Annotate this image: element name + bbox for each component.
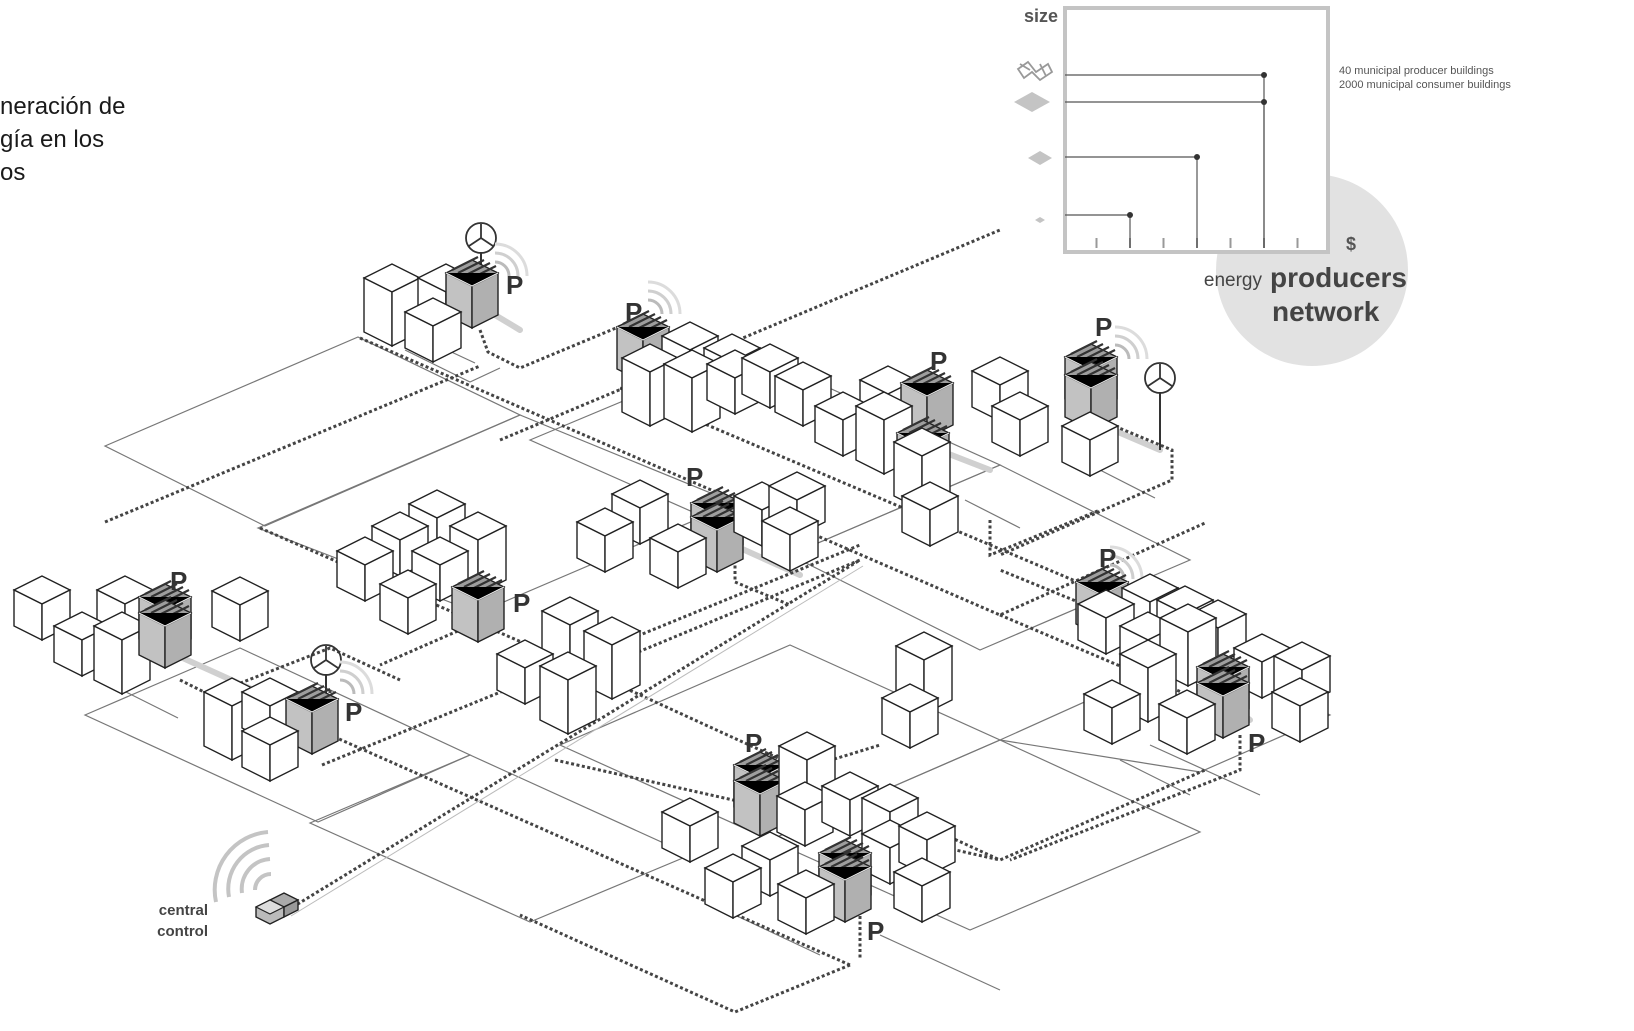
producer-label: P xyxy=(345,697,362,727)
central-control-label-1: central xyxy=(159,902,208,919)
chart-marks xyxy=(1065,72,1267,248)
central-control-signal-icon xyxy=(212,830,272,903)
producer-labels: P P P P P P P P P P P P xyxy=(170,270,1265,946)
producer-label: P xyxy=(625,297,642,327)
central-control-box-icon xyxy=(254,892,300,925)
badge-label-producers: producers xyxy=(1270,262,1407,293)
producer-label: P xyxy=(513,588,530,618)
producer-label: P xyxy=(506,270,523,300)
network-icon xyxy=(1016,60,1054,82)
producer-label: P xyxy=(930,346,947,376)
cluster-far-right-top xyxy=(1061,325,1176,477)
cluster-top-left xyxy=(363,222,529,363)
chart-annotation-2: 2000 municipal consumer buildings xyxy=(1339,79,1511,91)
size-cost-chart: size $ 40 municipal producer buildings 2… xyxy=(1014,6,1511,254)
producer-label: P xyxy=(686,462,703,492)
producer-label: P xyxy=(1248,728,1265,758)
cluster-bottom xyxy=(661,731,956,935)
signal-icon xyxy=(646,280,682,316)
central-control-label-2: control xyxy=(157,923,208,940)
producer-label: P xyxy=(745,728,762,758)
chart-x-axis-label: $ xyxy=(1346,234,1356,254)
chart-point xyxy=(1261,99,1267,105)
chart-y-axis-label: size xyxy=(1024,6,1058,26)
badge-label-energy: energy xyxy=(1204,270,1263,291)
medium-diamond-icon xyxy=(1028,151,1052,165)
chart-point xyxy=(1194,154,1200,160)
signal-icon xyxy=(1113,325,1149,361)
cluster-top-middle xyxy=(615,280,832,433)
cluster-top-right xyxy=(814,356,1049,547)
large-diamond-icon xyxy=(1014,92,1050,112)
signal-icon xyxy=(338,660,374,696)
wind-turbine-icon xyxy=(1144,362,1176,451)
chart-annotation-1: 40 municipal producer buildings xyxy=(1339,65,1494,77)
cluster-right-lower xyxy=(1074,545,1331,755)
producer-label: P xyxy=(867,916,884,946)
producer-label: P xyxy=(170,566,187,596)
cluster-left-center xyxy=(336,489,507,644)
central-control: central control xyxy=(157,830,300,940)
producer-label: P xyxy=(1099,543,1116,573)
chart-point xyxy=(1261,72,1267,78)
heading-line-1: neración de xyxy=(0,93,126,120)
cluster-center-right xyxy=(881,631,953,749)
heading-line-3: os xyxy=(0,159,26,186)
chart-point xyxy=(1127,212,1133,218)
badge-label-network: network xyxy=(1272,296,1380,327)
small-diamond-icon xyxy=(1035,217,1045,223)
central-control-cable xyxy=(287,558,864,917)
producer-label: P xyxy=(1095,312,1112,342)
heading-line-2: gía en los xyxy=(0,126,105,153)
